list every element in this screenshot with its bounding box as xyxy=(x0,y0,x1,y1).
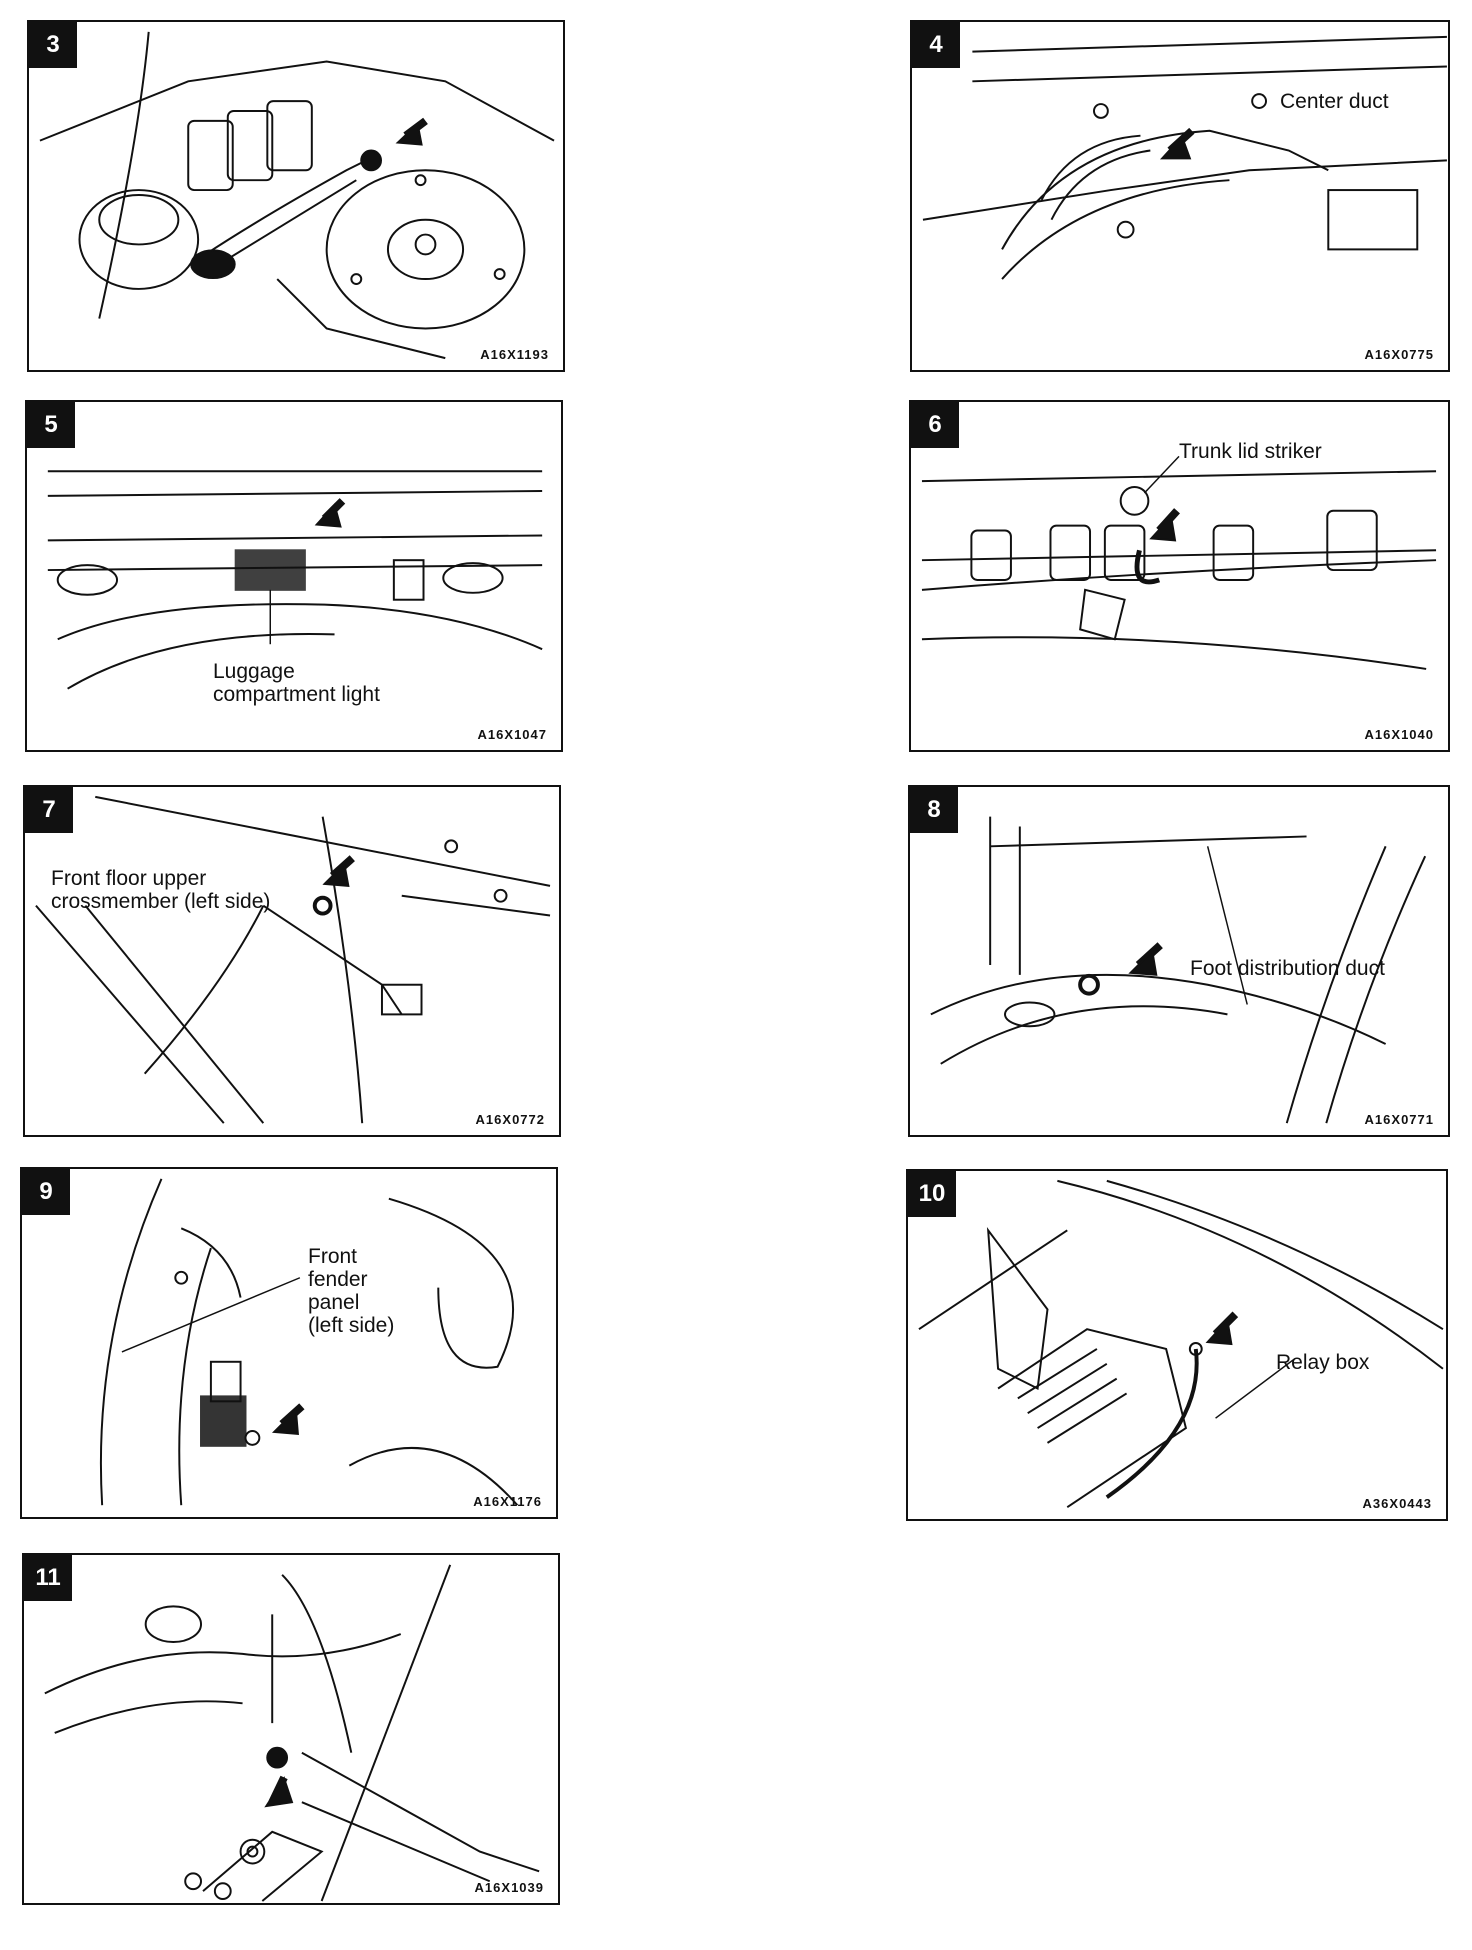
panel-number: 11 xyxy=(24,1555,72,1601)
panel-number: 8 xyxy=(910,787,958,833)
label-crossmember-left-side: crossmember (left side) xyxy=(51,890,271,913)
label-foot-distribution-duct: Foot distribution duct xyxy=(1190,957,1385,980)
label-front-floor-upper: Front floor upper xyxy=(51,867,207,890)
relay-box-illustration xyxy=(918,1179,1444,1508)
figure-panel-8: 8 Foot distribution duct A16X0771 xyxy=(908,785,1450,1137)
figure-code: A16X1040 xyxy=(1364,727,1434,742)
label-fender: fender xyxy=(308,1268,368,1291)
label-luggage: Luggage xyxy=(213,660,295,683)
engine-bay-illustration xyxy=(39,31,555,360)
figure-panel-4: 4 Center duct A16X0775 xyxy=(910,20,1450,372)
figure-panel-3: 3 A16X1193 xyxy=(27,20,565,372)
figure-panel-6: 6 Trunk lid striker A16X1040 xyxy=(909,400,1450,752)
figure-code: A16X0775 xyxy=(1364,347,1434,362)
foot-duct-illustration xyxy=(930,816,1427,1124)
panel-number: 3 xyxy=(29,22,77,68)
figure-panel-7: 7 Front floor upper crossmember (left si… xyxy=(23,785,561,1137)
center-duct-illustration xyxy=(922,35,1447,280)
figure-code: A16X1047 xyxy=(477,727,547,742)
figure-panel-5: 5 Luggage compartment light A16X1047 xyxy=(25,400,563,752)
label-trunk-lid-striker: Trunk lid striker xyxy=(1179,440,1322,463)
panel-number: 7 xyxy=(25,787,73,833)
label-panel: panel xyxy=(308,1291,360,1314)
trunk-lid-striker-illustration xyxy=(921,455,1437,670)
panel-number: 10 xyxy=(908,1171,956,1217)
fender-panel-illustration xyxy=(99,1178,519,1506)
figure-code: A16X0772 xyxy=(475,1112,545,1127)
figure-code: A16X1039 xyxy=(474,1880,544,1895)
label-compartment-light: compartment light xyxy=(213,683,380,706)
figure-code: A16X0771 xyxy=(1364,1112,1434,1127)
engine-ground-illustration xyxy=(44,1564,540,1902)
floor-crossmember-illustration xyxy=(35,795,551,1124)
label-left-side: (left side) xyxy=(308,1314,395,1337)
figure-panel-11: 11 A16X1039 xyxy=(22,1553,560,1905)
figure-panel-10: 10 Relay box A36X0443 xyxy=(906,1169,1448,1521)
trunk-light-illustration xyxy=(47,470,543,690)
panel-number: 4 xyxy=(912,22,960,68)
figure-code: A36X0443 xyxy=(1362,1496,1432,1511)
label-front: Front xyxy=(308,1245,358,1268)
figure-panel-9: 9 Front fender panel (left side) A16X117… xyxy=(20,1167,558,1519)
figure-code: A16X1193 xyxy=(480,347,549,362)
figure-code: A16X1176 xyxy=(473,1494,542,1509)
label-relay-box: Relay box xyxy=(1276,1351,1370,1374)
label-center-duct: Center duct xyxy=(1280,90,1389,113)
panel-number: 9 xyxy=(22,1169,70,1215)
panel-number: 6 xyxy=(911,402,959,448)
panel-number: 5 xyxy=(27,402,75,448)
